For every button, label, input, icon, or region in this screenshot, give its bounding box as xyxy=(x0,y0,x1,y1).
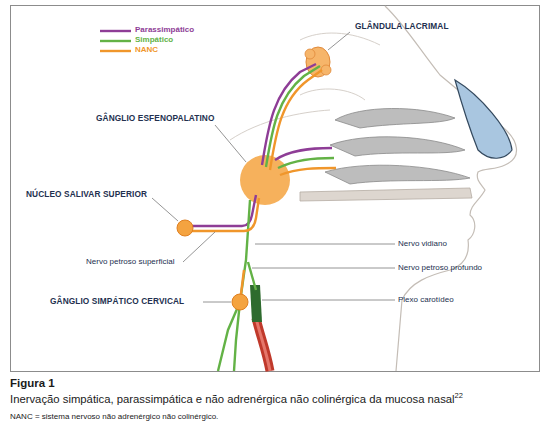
turbinate xyxy=(330,137,465,156)
footnote: NANC = sistema nervoso não adrenérgico n… xyxy=(10,412,218,422)
caption-line: Inervação simpática, parassimpática e nã… xyxy=(10,393,463,407)
carotid-artery xyxy=(256,318,270,371)
salivary-nucleus xyxy=(177,220,193,236)
sphenopalatine-ganglion xyxy=(240,155,290,205)
part-name: Nervo vidiano xyxy=(398,239,447,249)
part-name: GÂNGLIO ESFENOPALATINO xyxy=(96,114,215,124)
part-name: Nervo petroso superficial xyxy=(86,257,174,267)
turbinate xyxy=(325,165,470,184)
nasal-cartilage xyxy=(455,80,512,158)
part-name: Nervo petroso profundo xyxy=(398,263,482,273)
gland-lobule xyxy=(321,65,331,75)
turbinate xyxy=(335,108,455,128)
legend-text: NANC xyxy=(135,45,158,55)
cervical-ganglion xyxy=(232,294,248,310)
figure-frame xyxy=(11,6,540,372)
reference-number: 22 xyxy=(455,391,463,400)
part-name: GLÂNDULA LACRIMAL xyxy=(355,22,449,32)
legend-line xyxy=(100,50,131,52)
part-name: GÂNGLIO SIMPÁTICO CERVICAL xyxy=(50,297,184,307)
leader-lines xyxy=(152,32,395,302)
gland-lobule xyxy=(305,49,315,59)
legend-line xyxy=(100,30,131,32)
carotid-highlight xyxy=(256,318,270,371)
figure-title: Figura 1 xyxy=(10,377,55,391)
part-name: NÚCLEO SALIVAR SUPERIOR xyxy=(26,190,147,200)
figure-caption: Inervação simpática, parassimpática e nã… xyxy=(10,393,455,405)
nanc-nerves xyxy=(185,70,336,302)
legend-line xyxy=(100,40,131,42)
skull-line xyxy=(300,33,380,45)
sympathetic-nerves xyxy=(218,66,334,371)
carotid-plexus xyxy=(250,285,262,322)
part-name: Plexo carotídeo xyxy=(398,295,454,305)
legend-text: Simpático xyxy=(135,35,173,45)
orbit-line xyxy=(300,89,365,100)
hard-palate xyxy=(300,188,472,201)
legend-text: Parassimpático xyxy=(135,25,194,35)
